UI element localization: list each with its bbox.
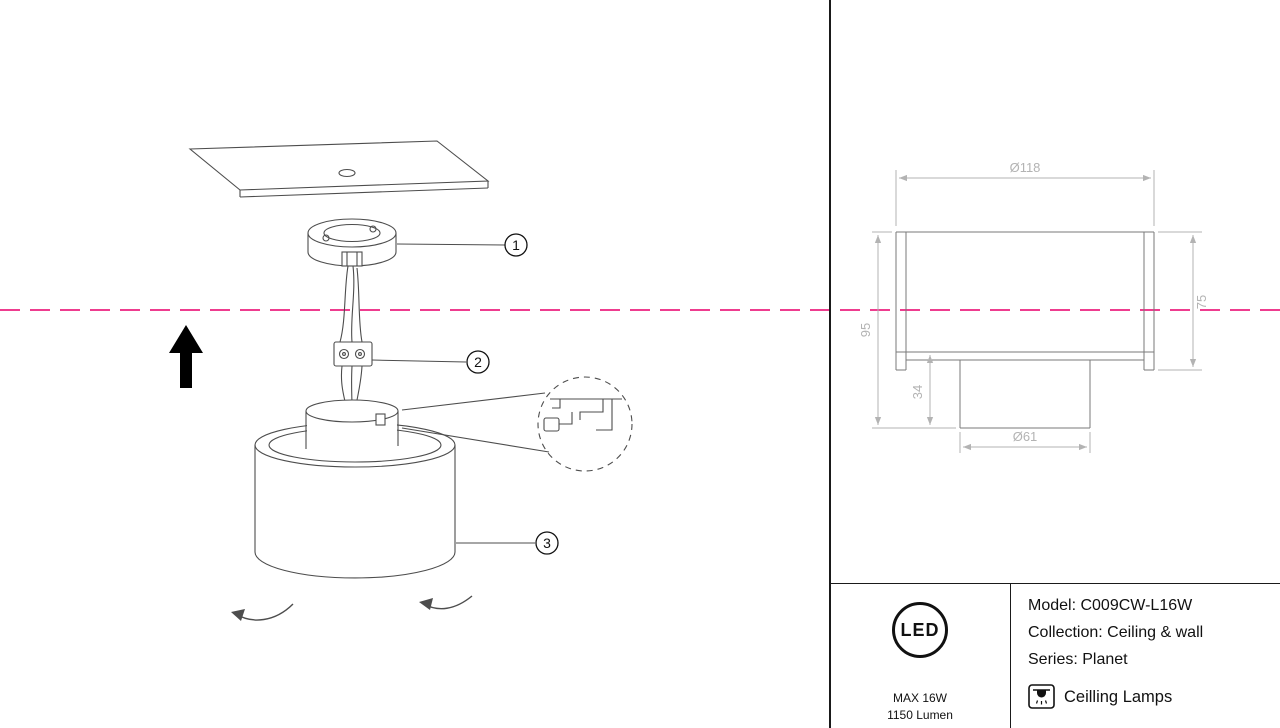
leader-lines (371, 243, 535, 544)
spec-vertical-divider (1010, 584, 1011, 728)
assembly-diagram: 1 2 3 (169, 140, 633, 621)
product-series: Series: Planet (1028, 651, 1128, 668)
product-collection: Collection: Ceiling & wall (1028, 624, 1204, 641)
detail-circle-drawing (401, 376, 633, 472)
part-1-label: 1 (512, 237, 520, 253)
lamp-profile (895, 231, 1155, 429)
ceiling-lamp-icon (1028, 684, 1055, 709)
led-logo-text: LED (900, 619, 940, 640)
dimension-lines (872, 170, 1202, 453)
part-number-1: 1 (504, 233, 528, 257)
max-power-label: MAX 16W (892, 691, 947, 705)
up-arrow (169, 325, 203, 388)
part-number-3: 3 (535, 531, 559, 555)
section-cut-line (0, 309, 1280, 311)
dim-top-diameter: Ø118 (1010, 160, 1041, 175)
part-number-2: 2 (466, 350, 490, 374)
led-logo: LED (892, 602, 948, 658)
product-category: Ceilling Lamps (1064, 688, 1173, 706)
dim-bottom-diameter: Ø61 (1013, 429, 1038, 444)
main-vertical-divider (829, 0, 831, 728)
part-2-label: 2 (474, 354, 482, 370)
terminal-block-drawing (333, 341, 373, 367)
dim-inner-height: 34 (910, 385, 925, 399)
dim-total-height: 95 (858, 323, 873, 337)
dimension-drawing: Ø118 95 75 34 Ø61 (858, 160, 1209, 453)
mounting-ring-drawing (307, 218, 397, 267)
rotation-arrows (231, 595, 473, 621)
product-model: Model: C009CW-L16W (1028, 597, 1193, 614)
dim-body-height: 75 (1194, 295, 1209, 309)
wires-upper (339, 265, 363, 343)
driver-puck-drawing (305, 399, 399, 449)
part-3-label: 3 (543, 535, 551, 551)
spec-horizontal-divider (830, 583, 1280, 584)
ceiling-plate-drawing (188, 140, 490, 198)
lumen-label: 1150 Lumen (887, 708, 953, 722)
